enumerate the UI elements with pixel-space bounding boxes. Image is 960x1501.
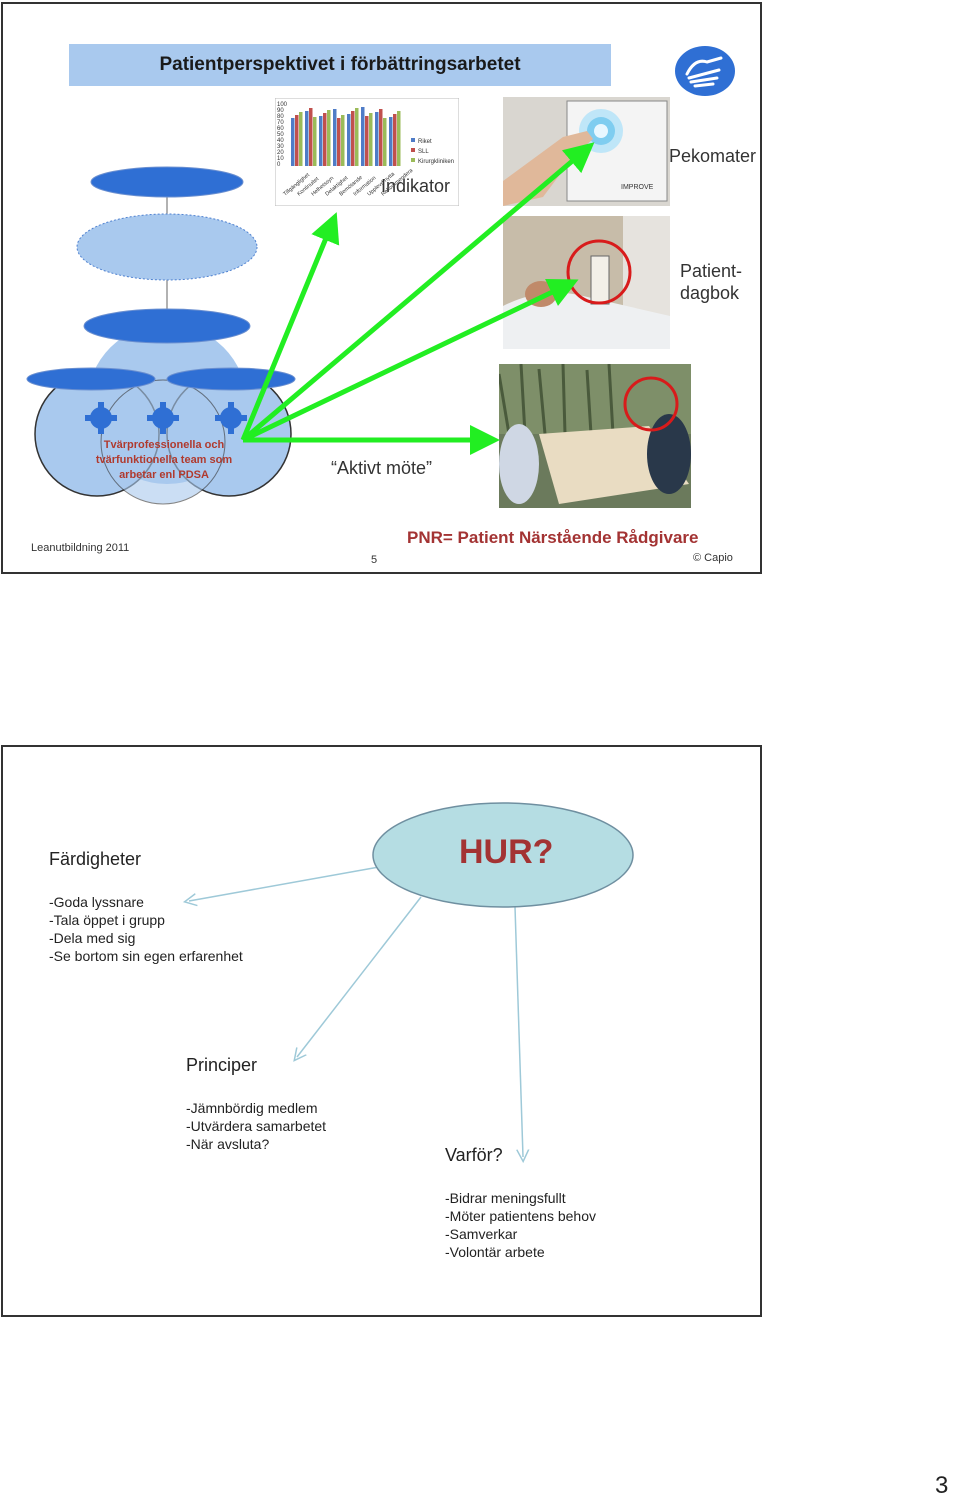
green-arrows	[240, 142, 595, 455]
mini-bar	[327, 110, 331, 166]
mini-bar	[309, 108, 313, 166]
mini-tick: 60	[277, 126, 284, 132]
mini-tick: 0	[277, 162, 281, 168]
mini-bar	[393, 114, 397, 166]
mini-bar	[375, 112, 379, 166]
gear-icon	[215, 402, 247, 434]
fardigheter-list: -Goda lyssnare -Tala öppet i grupp -Dela…	[49, 894, 243, 964]
label-patientdagbok: Patient- dagbok	[680, 260, 742, 304]
footer-pnr: PNR= Patient Närstående Rådgivare	[407, 528, 699, 547]
mini-bar	[341, 115, 345, 166]
slide-title: Patientperspektivet i förbättringsarbete…	[69, 44, 611, 86]
footer-copyright: © Capio	[693, 552, 733, 564]
varfor-heading: Varför?	[445, 1145, 503, 1165]
mini-bar	[379, 109, 383, 166]
varfor-list: -Bidrar meningsfullt -Möter patientens b…	[445, 1190, 596, 1260]
label-indikator: Indikator	[381, 176, 451, 196]
mini-bar	[323, 113, 327, 166]
mini-bar	[361, 107, 365, 166]
team-line2: tvärfunktionella team som	[95, 454, 233, 466]
mini-bar	[313, 117, 317, 166]
mini-bar	[383, 118, 387, 166]
fardigheter-heading: Färdigheter	[49, 849, 142, 869]
mini-bar	[319, 116, 323, 166]
slide-patientperspektivet: Patientperspektivet i förbättringsarbete…	[1, 2, 762, 574]
footer-course: Leanutbildning 2011	[31, 542, 130, 554]
principer-list: -Jämnbördig medlem -Utvärdera samarbetet…	[186, 1100, 327, 1152]
mini-tick: 30	[277, 144, 284, 150]
mini-tick: 20	[277, 150, 284, 156]
mini-bar	[365, 116, 369, 166]
pekomater-brand: IMPROVE	[621, 184, 654, 191]
mini-bar	[337, 118, 341, 166]
gear-icon	[147, 402, 179, 434]
mini-bar	[369, 113, 373, 166]
mini-tick: 70	[277, 120, 284, 126]
mini-bar	[351, 111, 355, 166]
mini-bar	[397, 111, 401, 166]
mini-tick: 90	[277, 108, 284, 114]
label-patientdagbok-line2: dagbok	[680, 283, 740, 303]
mini-bar	[295, 115, 299, 166]
footer-page: 5	[371, 554, 378, 566]
team-diagram	[26, 142, 595, 505]
mini-tick: 50	[277, 132, 284, 138]
meeting-photo	[499, 364, 691, 508]
mini-bar	[305, 111, 309, 166]
gear-icon	[85, 402, 117, 434]
mini-legend: Riket	[418, 139, 432, 145]
mini-tick: 100	[277, 102, 288, 108]
mini-bar	[347, 114, 351, 166]
mini-bar	[291, 118, 295, 166]
mini-tick: 80	[277, 114, 284, 120]
team-description: Tvärprofessionella och tvärfunktionella …	[79, 438, 249, 483]
hub-title: HUR?	[459, 833, 554, 871]
label-patientdagbok-line1: Patient-	[680, 261, 743, 281]
capio-hand-logo-icon	[675, 46, 735, 96]
patient-in-bed-photo	[503, 216, 670, 349]
label-aktivt-mote: “Aktivt möte”	[331, 458, 433, 478]
mini-tick: 40	[277, 138, 284, 144]
principer-heading: Principer	[186, 1055, 258, 1075]
mini-legend: Kirurgkliniken	[418, 159, 454, 165]
mini-bar	[299, 112, 303, 166]
mini-bar	[355, 108, 359, 166]
hur-connectors	[3, 802, 634, 1319]
mini-bar	[333, 109, 337, 166]
team-line3: arbetar enl PDSA	[119, 469, 209, 481]
indicator-chart-image: 100 90 80 70 60 50 40 30 20 10 0 Riket S…	[275, 98, 459, 206]
label-pekomater: Pekomater	[669, 146, 757, 166]
mini-legend: SLL	[418, 149, 429, 155]
mini-bar	[389, 117, 393, 166]
team-line1: Tvärprofessionella och	[103, 439, 225, 451]
page-number: 3	[935, 1472, 949, 1499]
slide-hur: HUR? Färdigheter -Goda lyssnare -Tala öp…	[1, 745, 762, 1317]
mini-tick: 10	[277, 156, 284, 162]
